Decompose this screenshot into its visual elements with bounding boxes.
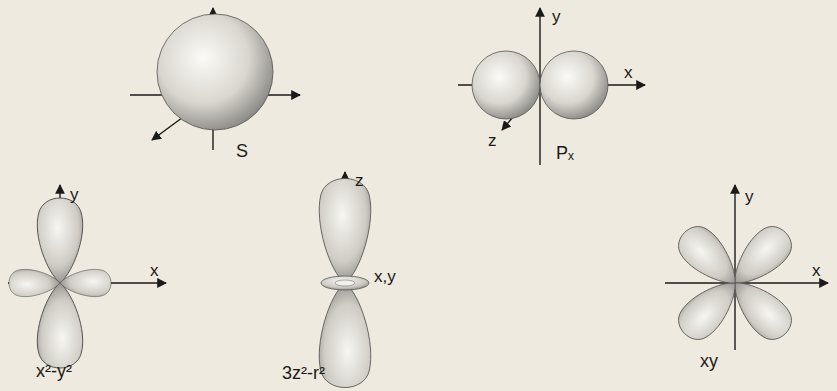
axis-label: x: [624, 64, 633, 81]
axes: [8, 8, 828, 370]
axis-label: y: [552, 8, 561, 25]
axis-label: y: [70, 186, 79, 203]
axis-label: z: [355, 172, 364, 189]
axis-label: x,y: [374, 268, 396, 285]
orbital-name: xy: [700, 352, 718, 370]
orbital-name: 3z²-r²: [282, 364, 325, 382]
dz2-orbital: [319, 179, 371, 388]
axis-label: x: [812, 262, 821, 279]
axis-label: y: [745, 188, 754, 205]
s-orbital: [157, 14, 273, 130]
orbital-name: S: [236, 142, 248, 160]
p-orbital: [472, 51, 608, 119]
axis-label: z: [488, 132, 497, 149]
axis-label: x: [150, 262, 159, 279]
orbital-name: x²-y²: [36, 362, 72, 380]
dx2y2-orbital: [9, 198, 111, 368]
orbital-name: Pₓ: [556, 144, 574, 162]
dxy-orbital: [671, 219, 799, 347]
